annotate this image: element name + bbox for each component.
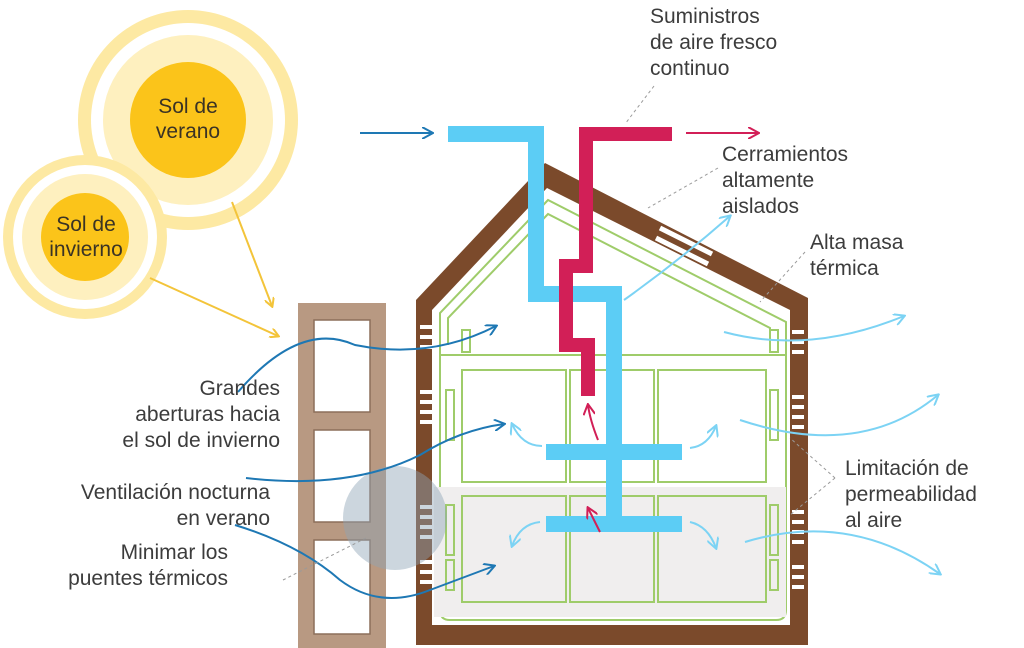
fresh-air-label: Suministros de aire fresco continuo [650, 5, 778, 80]
winter-sun [3, 155, 167, 319]
thermal-bridge-highlight [343, 466, 447, 570]
night-ventilation-label: Ventilación nocturna en verano [80, 481, 270, 530]
insulated-envelope-label: Cerramientos altamente aislados [722, 143, 849, 218]
summer-sun-ray [231, 201, 272, 306]
winter-openings-label: Grandes aberturas hacia el sol de invier… [122, 377, 280, 452]
brick-column [298, 303, 386, 648]
air-circulation-arrows [512, 216, 940, 574]
label-arrows [234, 326, 504, 599]
winter-sun-ray [149, 277, 278, 336]
rooms [440, 329, 786, 603]
exhaust-arrows [588, 133, 758, 533]
fresh-air-duct [448, 126, 682, 532]
leader-lines [282, 85, 836, 581]
roof-vent [650, 225, 714, 277]
air-permeability-label: Limitación de permeabilidad al aire [845, 457, 977, 532]
thermal-mass-label: Alta masa térmica [810, 231, 904, 280]
winter-sun-label: Sol de invierno [49, 213, 123, 261]
summer-sun-label: Sol de verano [155, 95, 221, 143]
exhaust-duct [559, 127, 672, 396]
thermal-bridges-label: Minimar los puentes térmicos [68, 541, 228, 590]
